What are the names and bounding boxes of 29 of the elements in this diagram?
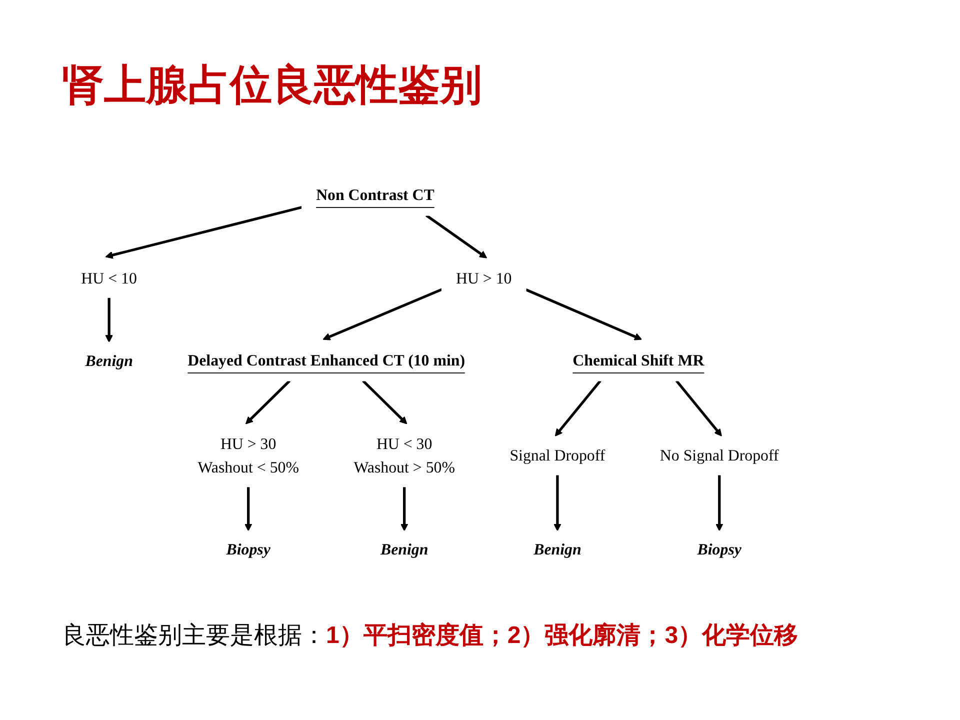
- node-text: HU > 30 Washout < 50%: [198, 434, 299, 476]
- node-text: Benign: [85, 352, 133, 370]
- arrow: [525, 288, 642, 340]
- node-text: Non Contrast CT: [316, 186, 434, 204]
- node-text: Biopsy: [226, 540, 270, 558]
- node-text: Signal Dropoff: [510, 446, 606, 464]
- arrow: [322, 288, 442, 340]
- node-text: No Signal Dropoff: [660, 446, 779, 464]
- arrow: [400, 486, 408, 532]
- caption: 良恶性鉴别主要是根据：1）平扫密度值；2）强化廓清；3）化学位移: [62, 621, 798, 651]
- arrow: [105, 297, 113, 343]
- arrow: [105, 206, 302, 259]
- arrow: [715, 474, 724, 532]
- node-text: Chemical Shift MR: [572, 351, 704, 369]
- arrow: [675, 380, 722, 436]
- arrow: [245, 380, 291, 424]
- arrow: [244, 486, 252, 532]
- arrow: [554, 380, 602, 436]
- node-text: HU > 10: [456, 269, 512, 287]
- arrow: [362, 380, 408, 424]
- node-text: Benign: [534, 540, 582, 558]
- node-text: Biopsy: [697, 540, 742, 558]
- arrow: [426, 214, 488, 258]
- title: 肾上腺占位良恶性鉴别: [62, 60, 482, 110]
- arrow: [554, 474, 562, 532]
- node-text: HU < 30 Washout > 50%: [354, 434, 455, 476]
- node-text: HU < 10: [81, 269, 137, 287]
- node-text: Delayed Contrast Enhanced CT (10 min): [188, 351, 466, 369]
- node-text: Benign: [380, 540, 428, 558]
